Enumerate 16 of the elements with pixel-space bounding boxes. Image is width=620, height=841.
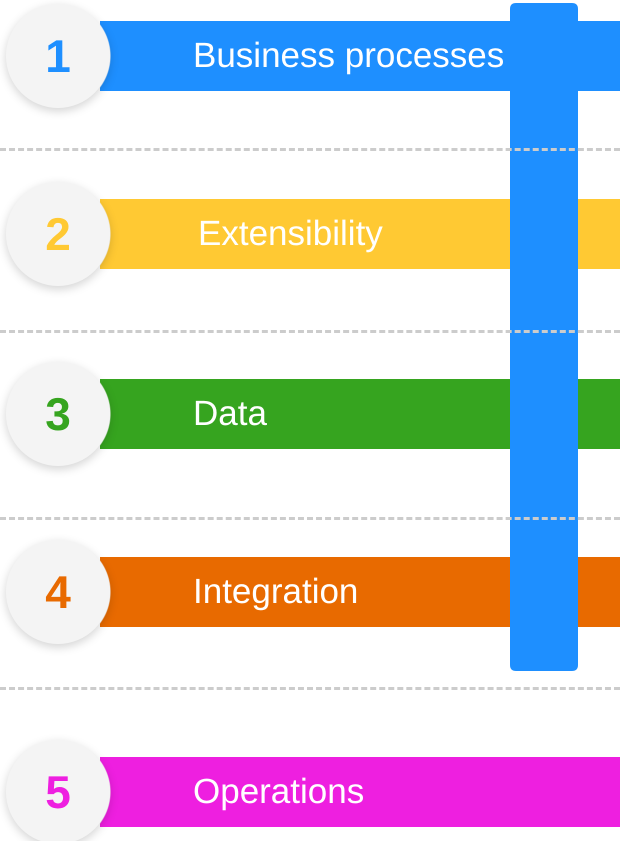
layer-label: Data: [193, 394, 267, 434]
layer-band: [100, 199, 620, 269]
step-number: 5: [45, 765, 71, 819]
layer-band: [100, 757, 620, 827]
vertical-bar: [510, 3, 578, 671]
layer-label: Extensibility: [198, 214, 383, 254]
layer-label: Business processes: [193, 36, 504, 76]
step-number: 4: [45, 565, 71, 619]
layer-label: Operations: [193, 772, 364, 812]
step-number: 1: [45, 29, 71, 83]
step-number: 3: [45, 387, 71, 441]
step-number: 2: [45, 207, 71, 261]
layer-label: Integration: [193, 572, 358, 612]
layer-band: [100, 379, 620, 449]
layer-band: [100, 21, 620, 91]
layer-band: [100, 557, 620, 627]
